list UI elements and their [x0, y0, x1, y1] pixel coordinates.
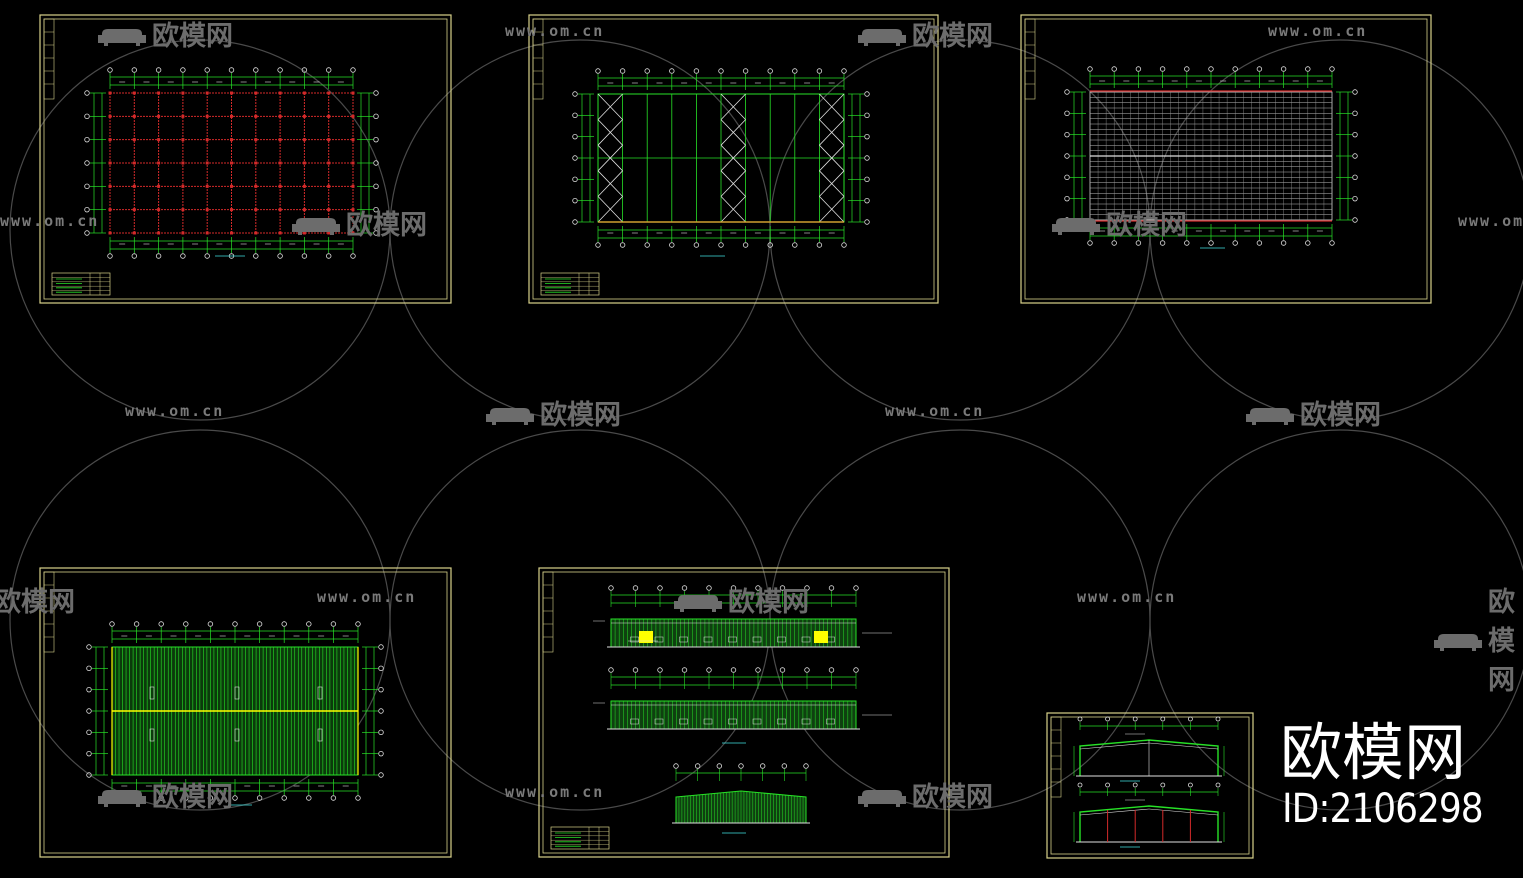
sofa-logo-icon — [858, 23, 906, 46]
sofa-logo-icon — [1434, 628, 1482, 651]
watermark-brand: 欧模网 — [98, 14, 233, 53]
watermark-url: www.om.cn — [317, 588, 417, 606]
sofa-logo-icon — [1246, 402, 1294, 425]
watermark-brand: 欧模网 — [292, 203, 427, 242]
sofa-logo-icon — [98, 784, 146, 807]
watermark-arcs — [9, 39, 1523, 811]
sofa-logo-icon — [98, 23, 146, 46]
watermark-brand: 欧模网 — [1434, 580, 1523, 697]
watermark-url: www.om.cn — [505, 783, 605, 801]
watermark-brand-text: 欧模网 — [1488, 587, 1515, 696]
sheet-elevations[interactable] — [538, 567, 950, 858]
sofa-logo-icon — [292, 212, 340, 235]
watermark-brand: 欧模网 — [1246, 393, 1381, 432]
brand-logo-text: 欧模网 — [1280, 716, 1467, 789]
sheet-foundation-plan[interactable] — [39, 14, 452, 304]
watermark-brand-text: 欧模网 — [1300, 400, 1381, 431]
watermark-brand: 欧模网 — [0, 580, 75, 619]
watermark-url: www.om.cn — [1268, 22, 1368, 40]
sheet-column-bracing-plan[interactable] — [528, 14, 939, 304]
watermark-brand: 欧模网 — [858, 775, 993, 814]
sheet-roof-sheeting-plan[interactable] — [39, 567, 452, 858]
watermark-brand-text: 欧模网 — [152, 782, 233, 813]
watermark-url: www.om.cn — [1077, 588, 1177, 606]
watermark-brand-text: 欧模网 — [0, 587, 75, 618]
watermark-url: www.om.cn — [125, 402, 225, 420]
watermark-brand: 欧模网 — [98, 775, 233, 814]
watermark-brand: 欧模网 — [674, 580, 809, 619]
sofa-logo-icon — [674, 589, 722, 612]
watermark-brand-text: 欧模网 — [540, 400, 621, 431]
watermark-brand: 欧模网 — [858, 14, 993, 53]
watermark-brand-text: 欧模网 — [912, 782, 993, 813]
watermark-brand-text: 欧模网 — [728, 587, 809, 618]
watermark-url: www.om.cn — [885, 402, 985, 420]
sheet-roof-purlin-plan[interactable] — [1020, 14, 1432, 304]
watermark-brand-text: 欧模网 — [346, 210, 427, 241]
sofa-logo-icon — [858, 784, 906, 807]
sofa-logo-icon — [486, 402, 534, 425]
watermark-url: www.om.cn — [0, 212, 100, 230]
watermark-brand-text: 欧模网 — [1106, 210, 1187, 241]
sofa-logo-icon — [1052, 212, 1100, 235]
watermark-url: www.om.cn — [505, 22, 605, 40]
watermark-brand: 欧模网 — [486, 393, 621, 432]
watermark-url: www.om.cn — [1458, 212, 1523, 230]
watermark-brand: 欧模网 — [1052, 203, 1187, 242]
sheet-frame-sections[interactable] — [1046, 712, 1254, 859]
watermark-brand-text: 欧模网 — [152, 21, 233, 52]
model-id-label: ID:2106298 — [1282, 786, 1484, 832]
watermark-brand-text: 欧模网 — [912, 21, 993, 52]
